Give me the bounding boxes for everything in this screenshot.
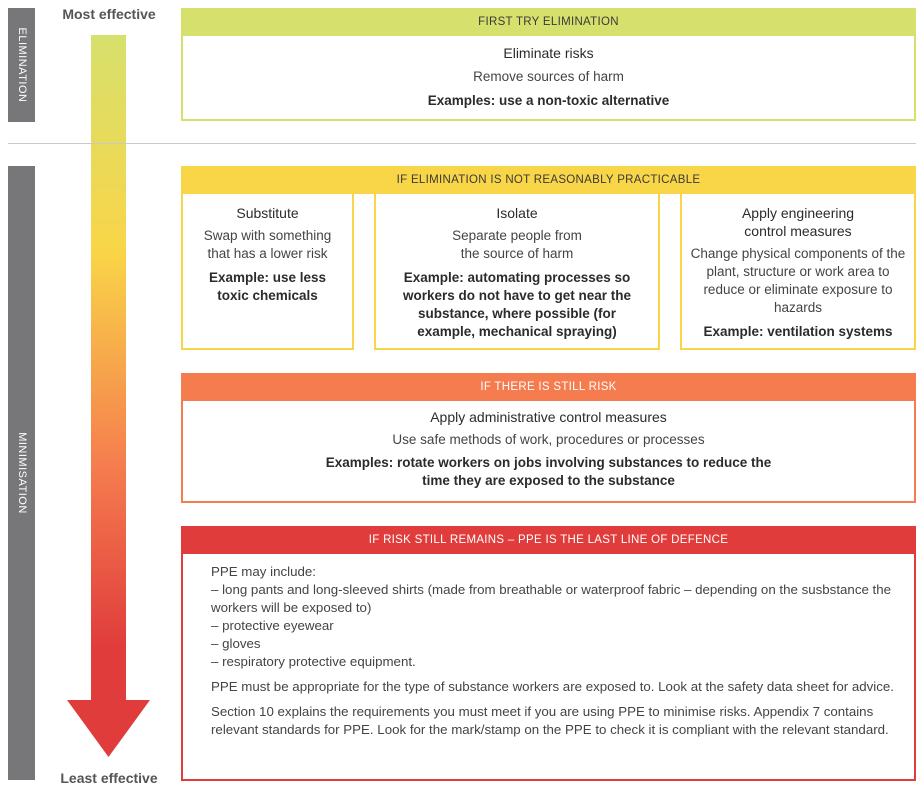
ppe-intro: PPE may include: [211,564,316,579]
elimination-side-label: ELIMINATION [15,27,28,103]
ppe-paragraph-1: PPE must be appropriate for the type of … [211,679,894,694]
ppe-list: – long pants and long-sleeved shirts (ma… [211,581,904,671]
list-item: – long pants and long-sleeved shirts (ma… [211,582,892,615]
administrative-header: IF THERE IS STILL RISK [181,373,916,401]
elimination-description: Remove sources of harm [473,69,624,84]
engineering-example: Example: ventilation systems [703,324,893,339]
substitute-example: Example: use less toxic chemicals [208,270,327,303]
isolate-title: Isolate [496,205,538,221]
effectiveness-arrow-icon [67,35,150,757]
ppe-box: PPE may include: – long pants and long-s… [181,554,916,781]
ppe-header: IF RISK STILL REMAINS – PPE IS THE LAST … [181,526,916,554]
ppe-paragraph-2: Section 10 explains the requirements you… [211,704,889,737]
elimination-title: Eliminate risks [503,45,594,61]
elimination-example: Examples: use a non-toxic alternative [427,93,670,108]
elimination-header: FIRST TRY ELIMINATION [181,8,916,36]
administrative-box: Apply administrative control measures Us… [181,401,916,503]
engineering-box: Apply engineering control measures Chang… [680,192,916,350]
isolate-example: Example: automating processes so workers… [402,270,632,339]
substitute-box: Substitute Swap with something that has … [181,192,354,350]
least-effective-label: Least effective [60,770,158,786]
isolate-box: Isolate Separate people from the source … [374,192,660,350]
isolate-description: Separate people from the source of harm [452,228,582,261]
section-divider [8,143,916,144]
minimisation-side-label: MINIMISATION [15,432,28,514]
list-item: – gloves [211,636,261,651]
substitute-title: Substitute [236,205,299,221]
administrative-description: Use safe methods of work, procedures or … [392,432,705,447]
engineering-title: Apply engineering control measures [741,205,855,239]
administrative-title: Apply administrative control measures [430,409,667,425]
practicable-header: IF ELIMINATION IS NOT REASONABLY PRACTIC… [181,166,916,194]
administrative-example: Examples: rotate workers on jobs involvi… [325,455,772,488]
minimisation-side-bar: MINIMISATION [8,166,35,780]
engineering-description: Change physical components of the plant,… [690,246,906,315]
list-item: – respiratory protective equipment. [211,654,416,669]
elimination-box: Eliminate risks Remove sources of harm E… [181,36,916,121]
substitute-description: Swap with something that has a lower ris… [203,228,332,261]
most-effective-label: Most effective [62,6,156,22]
elimination-side-bar: ELIMINATION [8,8,35,122]
list-item: – protective eyewear [211,618,334,633]
